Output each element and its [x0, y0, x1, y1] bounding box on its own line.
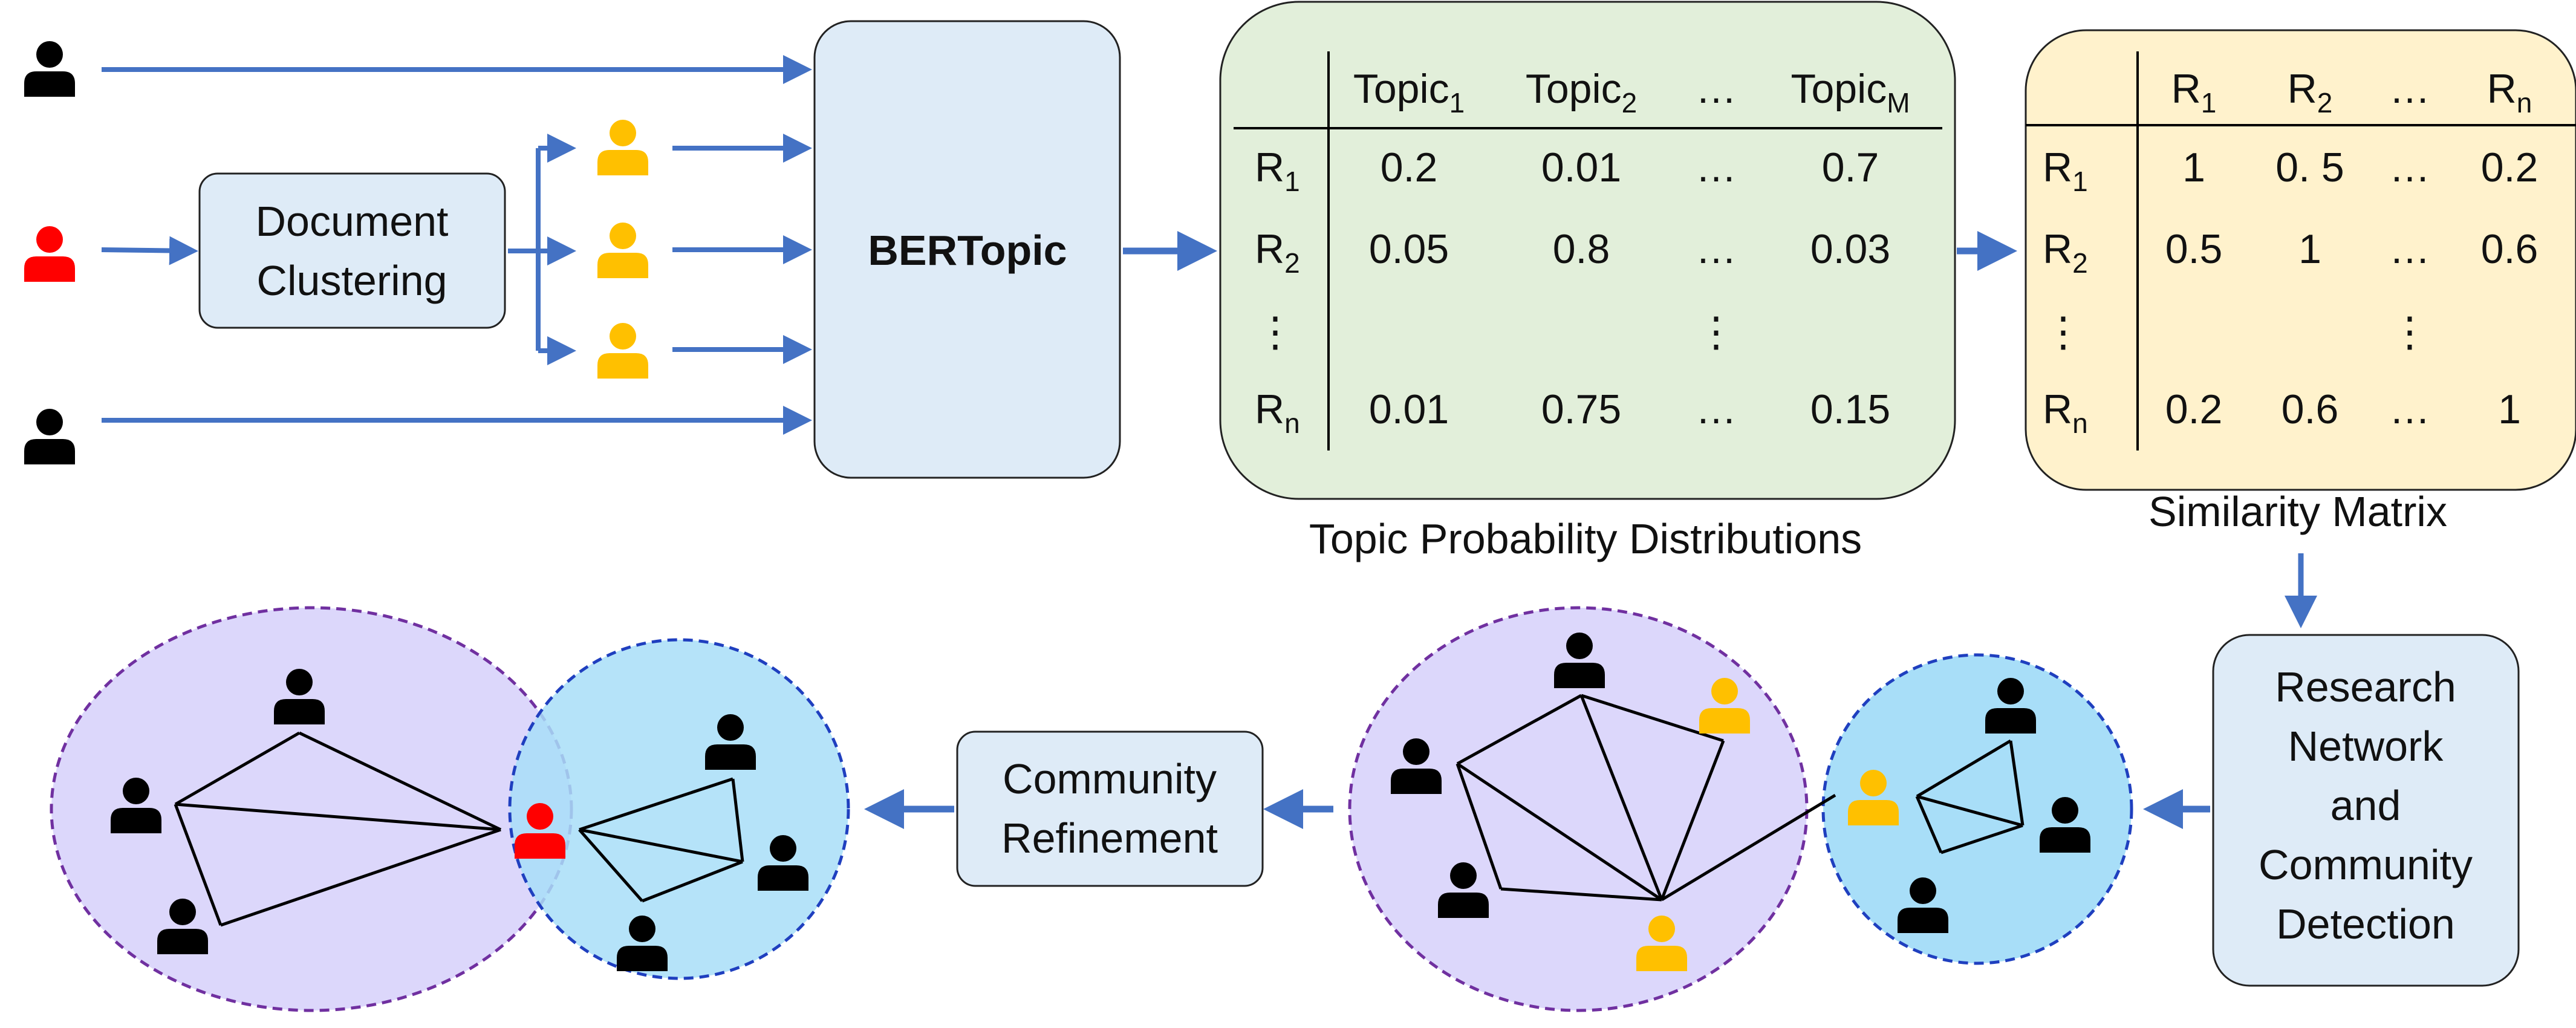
detection-label-line1: Research: [2275, 663, 2456, 711]
similarity-table-cell: 1: [2498, 386, 2521, 432]
topic-table-col-header: Topic1: [1353, 66, 1465, 119]
network-edges-refined: [174, 731, 744, 927]
detection-label-line4: Community: [2259, 841, 2473, 888]
similarity-table-cell: 0.2: [2165, 386, 2223, 432]
topic-table-row-header: Rn: [1255, 386, 1300, 439]
input-authors: [24, 41, 75, 464]
community-refinement-box: Community Refinement: [956, 730, 1264, 887]
similarity-table-cell: …: [2389, 145, 2430, 190]
document-clustering-box: Document Clustering: [198, 172, 506, 329]
author-icon-yellow-3: [597, 323, 648, 379]
similarity-table-cell: 0.6: [2481, 226, 2539, 272]
topic-table-cell: …: [1696, 386, 1737, 432]
similarity-table-row-header: Rn: [2043, 386, 2088, 439]
community-detection-box: Research Network and Community Detection: [2212, 634, 2520, 987]
similarity-table-cell: 0. 5: [2275, 145, 2344, 190]
topic-table-col-header: Topic2: [1526, 66, 1637, 119]
topic-table-cell: 0.01: [1369, 386, 1449, 432]
topic-table-cell: 0.2: [1381, 145, 1438, 190]
topic-table-cell: …: [1696, 145, 1737, 190]
similarity-table-cell: …: [2389, 226, 2430, 272]
similarity-table-col-header: …: [2389, 66, 2430, 112]
similarity-table-cell: 1: [2298, 226, 2321, 272]
author-icon-red: [24, 226, 75, 282]
author-icon-yellow-2: [597, 223, 648, 278]
topic-table-cell: 0.01: [1541, 145, 1621, 190]
input-arrows: [101, 55, 812, 435]
topic-table-col-header: TopicM: [1791, 66, 1910, 119]
clustered-authors: [597, 120, 648, 379]
author-icon-yellow-1: [597, 120, 648, 175]
topic-table-cell: 0.7: [1822, 145, 1879, 190]
similarity-table-col-header: R2: [2288, 66, 2333, 119]
similarity-table-cell: 1: [2182, 145, 2205, 190]
topic-table-col-header: …: [1696, 66, 1737, 112]
topic-probability-table: Topic1 Topic2 … TopicM R1 0.2 0.01 … 0.7R2 0.05 0.…: [1219, 1, 1956, 500]
topic-table-cell: 0.05: [1369, 226, 1449, 272]
topic-table-cell: 0.15: [1810, 386, 1890, 432]
topic-table-row-header: ⋮: [1255, 309, 1296, 355]
refinement-label-line1: Community: [1003, 755, 1217, 802]
similarity-table-cell: ⋮: [2389, 309, 2430, 355]
similarity-table-cell: 0.6: [2282, 386, 2339, 432]
clustering-label-line1: Document: [255, 198, 448, 245]
refinement-label-line2: Refinement: [1001, 815, 1218, 862]
author-icon-black-top: [24, 41, 75, 97]
community-cyan-refined: [508, 638, 850, 980]
similarity-table-row-header: R2: [2043, 226, 2088, 279]
arrow-red-author-to-clustering: [101, 236, 198, 265]
similarity-table-cell: 0.2: [2481, 145, 2539, 190]
detection-label-line2: Network: [2288, 723, 2444, 770]
similarity-table-row-header: ⋮: [2043, 309, 2084, 355]
detection-label-line3: and: [2330, 782, 2401, 829]
similarity-table-row-header: R1: [2043, 145, 2088, 197]
clustering-label-line2: Clustering: [256, 257, 447, 304]
topic-table-row-header: R2: [1255, 226, 1300, 279]
detection-label-line5: Detection: [2276, 900, 2455, 948]
community-cyan-detected: [1821, 653, 2133, 965]
similarity-table-cell: …: [2389, 386, 2430, 432]
similarity-matrix-caption: Similarity Matrix: [2148, 488, 2447, 535]
similarity-table-cell: 0.5: [2165, 226, 2223, 272]
detected-network: [1348, 606, 2133, 1012]
similarity-table-col-header: Rn: [2487, 66, 2532, 119]
refined-network: [50, 606, 850, 1012]
similarity-table-col-header: R1: [2171, 66, 2217, 119]
topic-table-cell: 0.75: [1541, 386, 1621, 432]
topic-table-cell: 0.03: [1810, 226, 1890, 272]
bertopic-box: BERTopic: [813, 20, 1121, 479]
topic-table-caption: Topic Probability Distributions: [1309, 515, 1862, 562]
topic-table-cell: ⋮: [1696, 309, 1737, 355]
bertopic-label: BERTopic: [868, 227, 1067, 274]
topic-table-cell: …: [1696, 226, 1737, 272]
author-icon-black-bottom: [24, 409, 75, 464]
topic-table-row-header: R1: [1255, 145, 1300, 197]
topic-table-cell: 0.8: [1553, 226, 1610, 272]
